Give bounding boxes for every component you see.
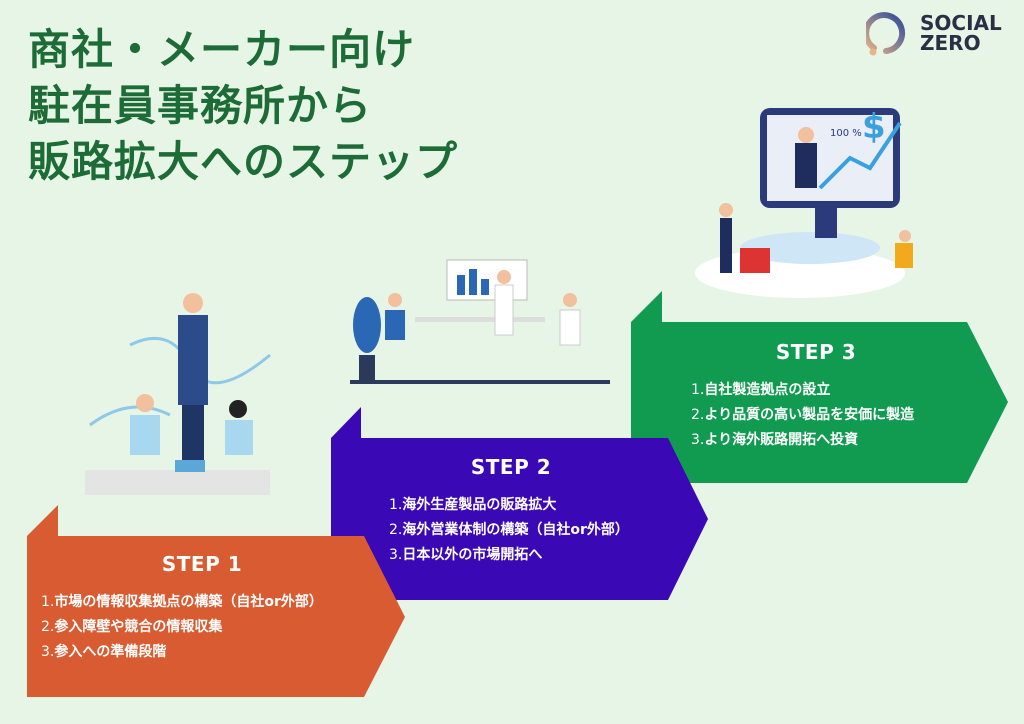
step-2: STEP 2 1.海外生産製品の販路拡大 2.海外営業体制の構築（自社or外部）… (331, 455, 691, 568)
item-text: 参入への準備段階 (54, 644, 167, 660)
step-1-list: 1.市場の情報収集拠点の構築（自社or外部） 2.参入障壁や競合の情報収集 3.… (27, 590, 377, 665)
step-1-label: STEP 1 (161, 552, 243, 576)
list-item: 1.自社製造拠点の設立 (691, 378, 1001, 403)
step1-arrow (27, 505, 405, 697)
page-title: 商社・メーカー向け 駐在員事務所から 販路拡大へのステップ (28, 22, 458, 190)
list-item: 1.市場の情報収集拠点の構築（自社or外部） (41, 590, 377, 615)
item-number: 3. (41, 644, 55, 660)
dollar-icon: $ (862, 107, 886, 147)
item-number: 1. (691, 382, 705, 398)
list-item: 2.海外営業体制の構築（自社or外部） (389, 518, 691, 543)
step-1: STEP 1 1.市場の情報収集拠点の構築（自社or外部） 2.参入障壁や競合の… (27, 552, 377, 665)
title-line-2: 駐在員事務所から (28, 81, 373, 130)
logo-text-social: SOCIAL (920, 11, 1002, 35)
item-number: 2. (389, 522, 403, 538)
item-text: 参入障壁や競合の情報収集 (54, 619, 223, 635)
list-item: 3.日本以外の市場開拓へ (389, 543, 691, 568)
step-2-label: STEP 2 (470, 455, 552, 479)
item-number: 2. (691, 407, 705, 423)
step-3-label: STEP 3 (775, 340, 857, 364)
list-item: 2.参入障壁や競合の情報収集 (41, 615, 377, 640)
item-text: より品質の高い製品を安価に製造 (704, 407, 915, 423)
list-item: 3.より海外販路開拓へ投資 (691, 428, 1001, 453)
item-number: 1. (389, 497, 403, 513)
social-zero-logo: SOCIAL ZERO (866, 10, 1002, 56)
list-item: 3.参入への準備段階 (41, 640, 377, 665)
step-2-list: 1.海外生産製品の販路拡大 2.海外営業体制の構築（自社or外部） 3.日本以外… (331, 493, 691, 568)
list-item: 1.海外生産製品の販路拡大 (389, 493, 691, 518)
item-number: 1. (41, 594, 55, 610)
title-line-3: 販路拡大へのステップ (28, 137, 459, 186)
item-number: 3. (389, 547, 403, 563)
meeting-illustration (350, 259, 610, 384)
item-number: 2. (41, 619, 55, 635)
step2-arrow (331, 407, 708, 600)
item-text: より海外販路開拓へ投資 (704, 432, 859, 448)
monitor-percent-label: 100 % (830, 128, 862, 139)
step3-arrow (631, 291, 1008, 483)
item-number: 3. (691, 432, 705, 448)
item-text: 日本以外の市場開拓へ (402, 547, 543, 563)
item-text: 海外営業体制の構築（自社or外部） (402, 522, 629, 538)
item-text: 自社製造拠点の設立 (704, 382, 831, 398)
item-text: 海外生産製品の販路拡大 (402, 497, 557, 513)
presentation-illustration: 100 % $ (695, 107, 913, 298)
title-line-1: 商社・メーカー向け (28, 25, 416, 74)
logo-text-zero: ZERO (920, 31, 981, 55)
step-3-list: 1.自社製造拠点の設立 2.より品質の高い製品を安価に製造 3.より海外販路開拓… (631, 378, 1001, 453)
step-3: STEP 3 1.自社製造拠点の設立 2.より品質の高い製品を安価に製造 3.よ… (631, 340, 1001, 453)
logo-ring-icon (866, 12, 906, 56)
list-item: 2.より品質の高い製品を安価に製造 (691, 403, 1001, 428)
item-text: 市場の情報収集拠点の構築（自社or外部） (54, 594, 323, 610)
team-illustration (85, 293, 271, 495)
